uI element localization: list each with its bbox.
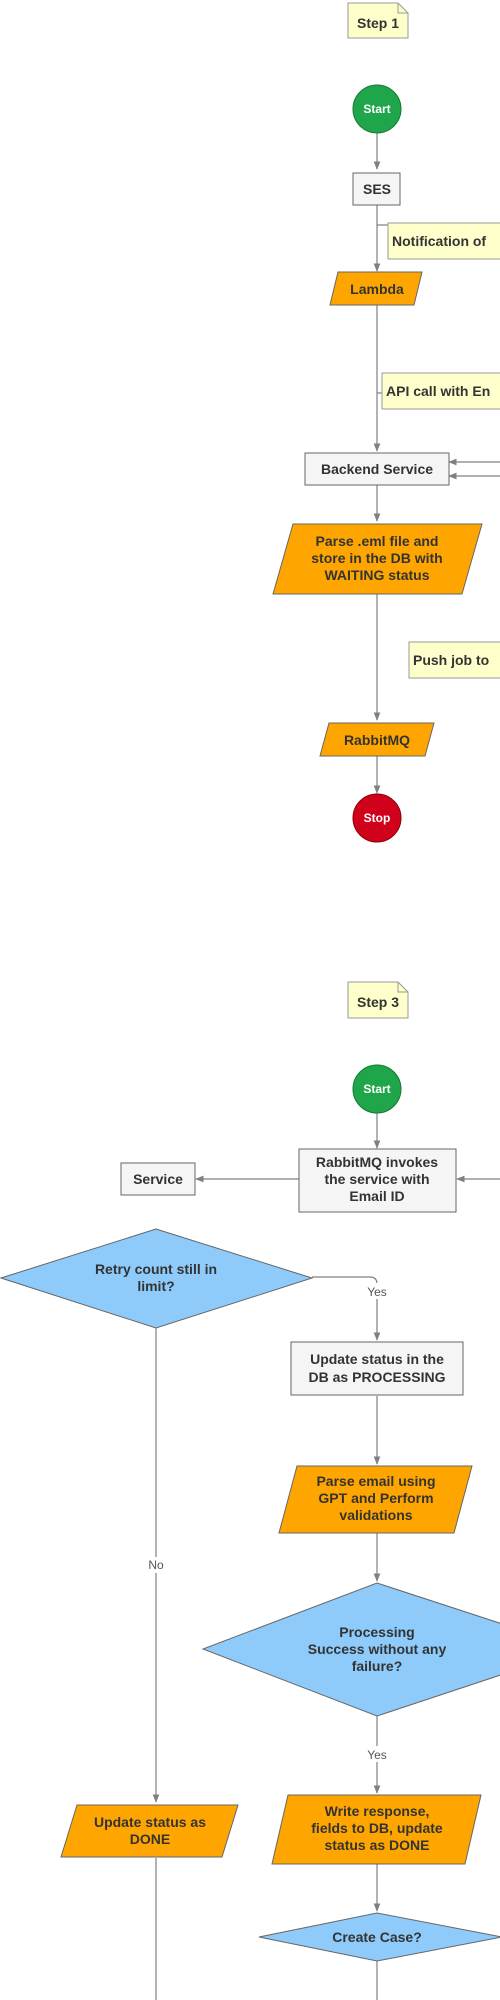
step1-start-node: Start xyxy=(352,84,402,134)
processing-success-decision: Processing Success without any failure? xyxy=(201,1582,500,1717)
retry-label-1: Retry count still in xyxy=(95,1261,217,1277)
parse-gpt-label-3: validations xyxy=(339,1507,412,1523)
yes-label-2: Yes xyxy=(367,1748,387,1762)
update-processing-node: Update status in the DB as PROCESSING xyxy=(290,1341,464,1396)
retry-decision: Retry count still in limit? xyxy=(0,1228,314,1329)
no-label-group: No xyxy=(143,1557,169,1573)
processing-label-3: failure? xyxy=(352,1658,403,1674)
notification-label: Notification of xyxy=(392,233,486,249)
rabbitmq-node: RabbitMQ xyxy=(319,722,435,757)
write-response-label-1: Write response, xyxy=(325,1803,430,1819)
parse-gpt-label-2: GPT and Perform xyxy=(318,1490,433,1506)
no-label: No xyxy=(148,1558,164,1572)
parse-eml-label-1: Parse .eml file and xyxy=(316,533,439,549)
invoke-label-2: the service with xyxy=(324,1171,429,1187)
start-label: Start xyxy=(363,102,390,116)
parse-gpt-node: Parse email using GPT and Perform valida… xyxy=(278,1465,473,1534)
yes-label-2-group: Yes xyxy=(362,1746,392,1762)
invoke-node: RabbitMQ invokes the service with Email … xyxy=(298,1148,457,1213)
step3-note-label: Step 3 xyxy=(357,994,399,1010)
notification-note: Notification of xyxy=(387,222,500,260)
yes-label-1: Yes xyxy=(367,1285,387,1299)
step3-note: Step 3 xyxy=(347,981,409,1019)
backend-service-node: Backend Service xyxy=(304,452,450,486)
step1-note: Step 1 xyxy=(347,2,409,39)
step1-connectors xyxy=(373,133,500,794)
create-case-decision: Create Case? xyxy=(258,1912,500,1962)
create-case-label: Create Case? xyxy=(332,1929,422,1945)
service-label: Service xyxy=(133,1171,183,1187)
push-job-note: Push job to xyxy=(408,641,500,679)
parse-eml-label-3: WAITING status xyxy=(324,567,429,583)
push-job-label: Push job to xyxy=(413,652,489,668)
invoke-label-3: Email ID xyxy=(349,1188,404,1204)
step3-start-node: Start xyxy=(352,1064,402,1114)
processing-label-1: Processing xyxy=(339,1624,414,1640)
update-done-label-2: DONE xyxy=(130,1831,170,1847)
rabbitmq-label: RabbitMQ xyxy=(344,732,410,748)
api-call-note: API call with En xyxy=(381,372,500,410)
parse-eml-label-2: store in the DB with xyxy=(311,550,442,566)
service-node: Service xyxy=(120,1162,196,1196)
api-call-label: API call with En xyxy=(386,383,490,399)
stop-node: Stop xyxy=(352,793,402,843)
processing-label-2: Success without any xyxy=(308,1641,447,1657)
stop-label: Stop xyxy=(364,811,391,825)
lambda-node: Lambda xyxy=(329,271,423,306)
step1-note-label: Step 1 xyxy=(357,15,399,31)
update-processing-label-1: Update status in the xyxy=(310,1351,444,1367)
lambda-label: Lambda xyxy=(350,281,404,297)
invoke-label-1: RabbitMQ invokes xyxy=(316,1154,438,1170)
write-response-label-3: status as DONE xyxy=(324,1837,429,1853)
parse-gpt-label-1: Parse email using xyxy=(316,1473,435,1489)
retry-label-2: limit? xyxy=(137,1278,174,1294)
update-done-node: Update status as DONE xyxy=(60,1804,239,1858)
update-processing-label-2: DB as PROCESSING xyxy=(309,1369,446,1385)
parse-eml-node: Parse .eml file and store in the DB with… xyxy=(272,523,483,595)
update-done-label-1: Update status as xyxy=(94,1814,206,1830)
write-response-label-2: fields to DB, update xyxy=(311,1820,443,1836)
yes-label-1-group: Yes xyxy=(362,1283,392,1299)
write-response-node: Write response, fields to DB, update sta… xyxy=(271,1794,482,1865)
ses-label: SES xyxy=(363,181,391,197)
start3-label: Start xyxy=(363,1082,390,1096)
ses-node: SES xyxy=(352,172,401,206)
backend-service-label: Backend Service xyxy=(321,461,433,477)
